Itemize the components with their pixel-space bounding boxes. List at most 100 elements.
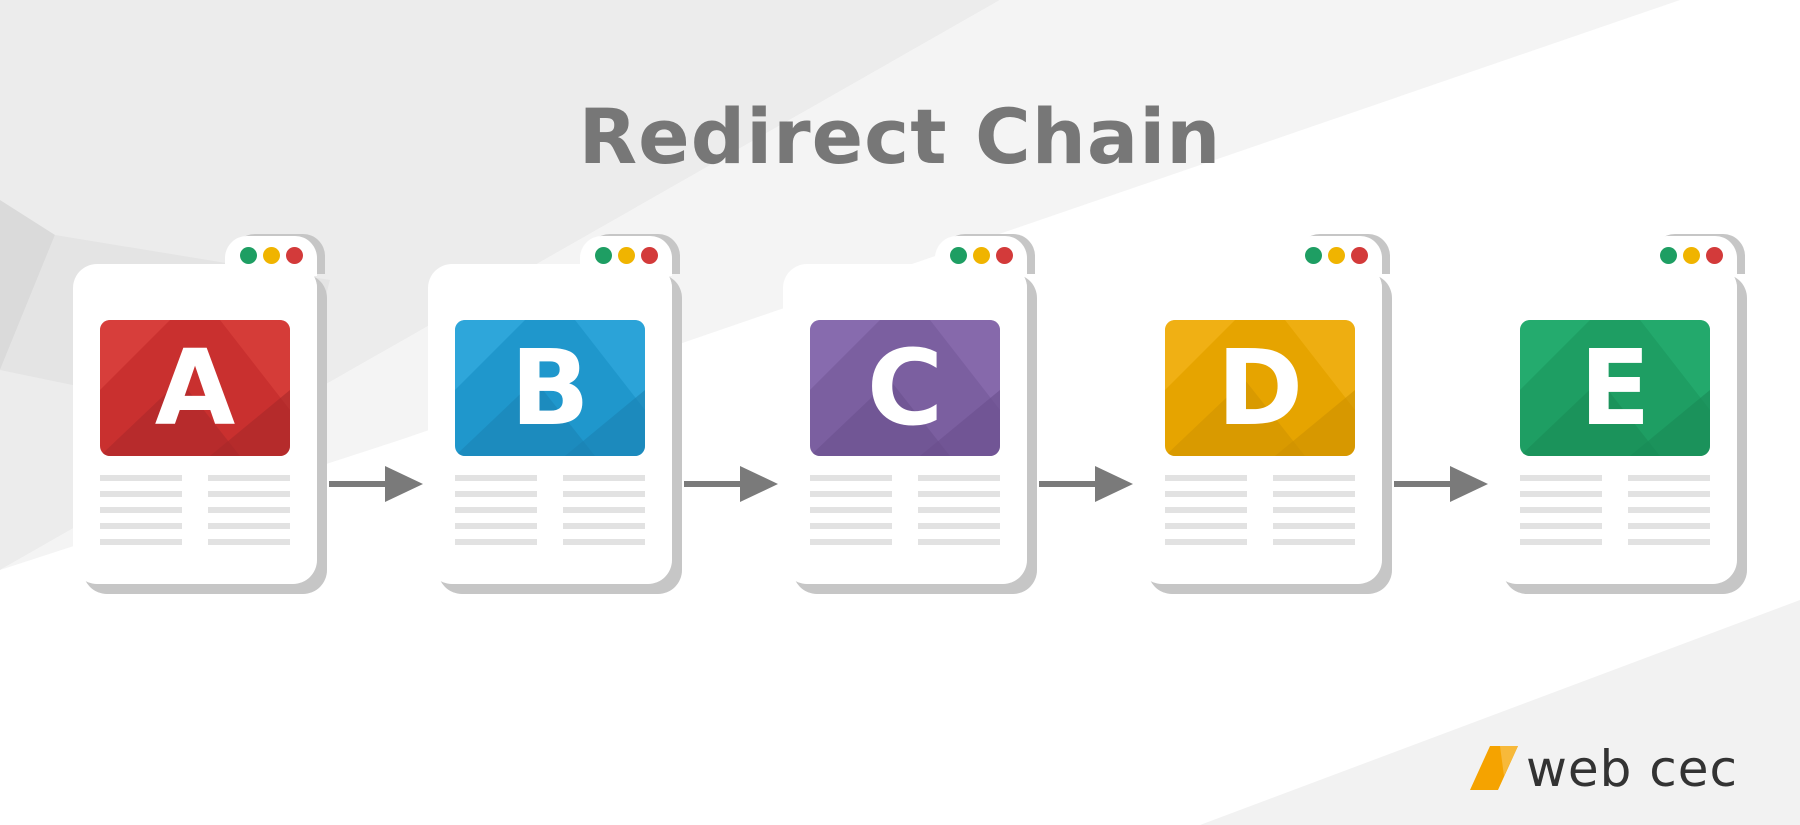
text-line bbox=[100, 523, 182, 529]
text-line bbox=[1165, 539, 1247, 545]
text-line bbox=[563, 491, 645, 497]
dot-red-icon bbox=[641, 247, 658, 264]
dot-red-icon bbox=[996, 247, 1013, 264]
page-letter: A bbox=[154, 327, 236, 449]
text-line bbox=[208, 507, 290, 513]
text-line bbox=[1273, 491, 1355, 497]
dot-green-icon bbox=[240, 247, 257, 264]
text-line bbox=[1273, 523, 1355, 529]
dot-yellow-icon bbox=[1683, 247, 1700, 264]
window-controls bbox=[950, 247, 1013, 264]
page-hero-image: D bbox=[1165, 320, 1355, 456]
page-letter: D bbox=[1216, 327, 1304, 449]
text-column bbox=[208, 475, 290, 555]
dot-green-icon bbox=[1305, 247, 1322, 264]
page-letter: E bbox=[1579, 327, 1651, 449]
text-column bbox=[1520, 475, 1602, 555]
text-line bbox=[563, 539, 645, 545]
text-line bbox=[455, 491, 537, 497]
text-column bbox=[810, 475, 892, 555]
dot-green-icon bbox=[595, 247, 612, 264]
window-controls bbox=[1660, 247, 1723, 264]
page-card-b: B bbox=[428, 236, 672, 584]
text-column bbox=[100, 475, 182, 555]
text-line bbox=[100, 539, 182, 545]
text-line bbox=[1273, 507, 1355, 513]
text-line bbox=[1165, 523, 1247, 529]
tab-cover bbox=[1637, 264, 1737, 294]
text-line bbox=[455, 475, 537, 481]
window-controls bbox=[240, 247, 303, 264]
diagram-title: Redirect Chain bbox=[578, 92, 1222, 181]
text-line bbox=[810, 523, 892, 529]
redirect-arrow-icon bbox=[1039, 466, 1133, 502]
text-line bbox=[455, 523, 537, 529]
dot-red-icon bbox=[1706, 247, 1723, 264]
text-line bbox=[1520, 507, 1602, 513]
dot-red-icon bbox=[1351, 247, 1368, 264]
text-line bbox=[563, 523, 645, 529]
tab-cover bbox=[217, 264, 317, 294]
page-card-e: E bbox=[1493, 236, 1737, 584]
text-column bbox=[563, 475, 645, 555]
page-hero-image: A bbox=[100, 320, 290, 456]
text-line bbox=[810, 507, 892, 513]
dot-yellow-icon bbox=[973, 247, 990, 264]
text-line bbox=[455, 507, 537, 513]
text-line bbox=[810, 491, 892, 497]
text-line bbox=[563, 507, 645, 513]
window-controls bbox=[1305, 247, 1368, 264]
text-line bbox=[1628, 507, 1710, 513]
logo-text: web cec bbox=[1526, 740, 1739, 798]
dot-green-icon bbox=[1660, 247, 1677, 264]
tab-cover bbox=[927, 264, 1027, 294]
text-line bbox=[100, 475, 182, 481]
text-line bbox=[1520, 475, 1602, 481]
text-line bbox=[208, 491, 290, 497]
text-line bbox=[208, 475, 290, 481]
dot-yellow-icon bbox=[263, 247, 280, 264]
text-line bbox=[100, 507, 182, 513]
redirect-arrow-icon bbox=[684, 466, 778, 502]
redirect-arrow-icon bbox=[329, 466, 423, 502]
text-line bbox=[1520, 491, 1602, 497]
text-line bbox=[1520, 539, 1602, 545]
dot-green-icon bbox=[950, 247, 967, 264]
text-column bbox=[455, 475, 537, 555]
text-line bbox=[1628, 523, 1710, 529]
text-line bbox=[918, 475, 1000, 481]
page-hero-image: E bbox=[1520, 320, 1710, 456]
dot-red-icon bbox=[286, 247, 303, 264]
text-column bbox=[918, 475, 1000, 555]
text-column bbox=[1273, 475, 1355, 555]
page-letter: C bbox=[866, 327, 944, 449]
text-line bbox=[1628, 491, 1710, 497]
tab-cover bbox=[1282, 264, 1382, 294]
text-line bbox=[918, 491, 1000, 497]
redirect-arrow-icon bbox=[1394, 466, 1488, 502]
text-line bbox=[455, 539, 537, 545]
text-line bbox=[208, 539, 290, 545]
brand-logo: web cec bbox=[1470, 740, 1770, 798]
text-line bbox=[1520, 523, 1602, 529]
text-line bbox=[1628, 539, 1710, 545]
text-line bbox=[810, 475, 892, 481]
text-line bbox=[1273, 475, 1355, 481]
text-line bbox=[563, 475, 645, 481]
text-line bbox=[1273, 539, 1355, 545]
text-line bbox=[100, 491, 182, 497]
page-hero-image: B bbox=[455, 320, 645, 456]
text-line bbox=[810, 539, 892, 545]
window-controls bbox=[595, 247, 658, 264]
text-line bbox=[1628, 475, 1710, 481]
page-card-c: C bbox=[783, 236, 1027, 584]
text-line bbox=[918, 539, 1000, 545]
page-hero-image: C bbox=[810, 320, 1000, 456]
page-card-a: A bbox=[73, 236, 317, 584]
text-line bbox=[918, 523, 1000, 529]
logo-mark-icon bbox=[1470, 746, 1518, 790]
dot-yellow-icon bbox=[618, 247, 635, 264]
page-card-d: D bbox=[1138, 236, 1382, 584]
text-line bbox=[918, 507, 1000, 513]
page-letter: B bbox=[510, 327, 590, 449]
